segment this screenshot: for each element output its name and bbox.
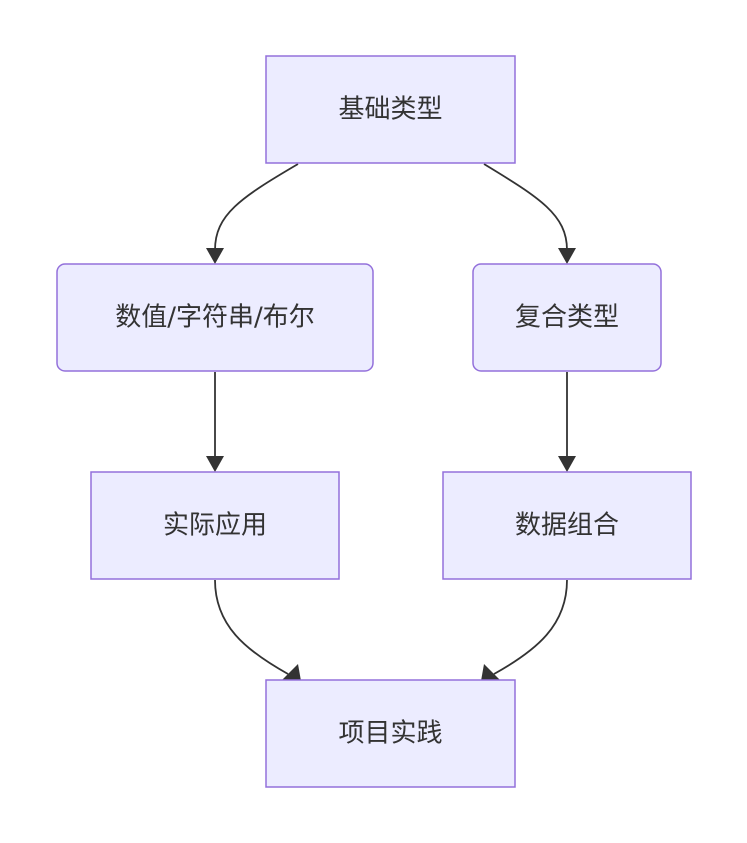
node-basic-types[interactable]: 基础类型	[265, 55, 516, 164]
node-compound-types-label: 复合类型	[515, 303, 619, 333]
node-compound-types-box	[472, 263, 662, 372]
node-data-composition-box	[442, 471, 692, 580]
nodes: 基础类型 数值/字符串/布尔 复合类型 实际应用 数据组合 项目实践	[56, 55, 692, 788]
node-practical-use-label: 实际应用	[163, 511, 267, 541]
edge-data-to-project	[493, 579, 568, 675]
node-project-practice[interactable]: 项目实践	[265, 679, 516, 788]
edge-practical-to-project	[214, 579, 289, 675]
node-primitives-label: 数值/字符串/布尔	[115, 303, 315, 333]
arrowhead-practical	[206, 456, 224, 472]
node-practical-use[interactable]: 实际应用	[90, 471, 340, 580]
node-data-composition[interactable]: 数据组合	[442, 471, 692, 580]
arrowhead-project-right	[481, 664, 500, 681]
arrowhead-primitives	[206, 248, 224, 264]
node-project-practice-label: 项目实践	[338, 719, 442, 749]
arrowhead-data	[558, 456, 576, 472]
node-primitives[interactable]: 数值/字符串/布尔	[56, 263, 374, 372]
edge-basic-to-compound	[483, 163, 568, 251]
node-compound-types[interactable]: 复合类型	[472, 263, 662, 372]
edge-basic-to-primitives	[214, 163, 299, 251]
node-project-practice-box	[265, 679, 516, 788]
edges	[206, 163, 576, 681]
arrowhead-project-left	[282, 664, 301, 681]
node-primitives-box	[56, 263, 374, 372]
arrowhead-compound	[558, 248, 576, 264]
node-practical-use-box	[90, 471, 340, 580]
node-data-composition-label: 数据组合	[515, 511, 619, 541]
node-basic-types-label: 基础类型	[338, 95, 442, 125]
node-basic-types-box	[265, 55, 516, 164]
